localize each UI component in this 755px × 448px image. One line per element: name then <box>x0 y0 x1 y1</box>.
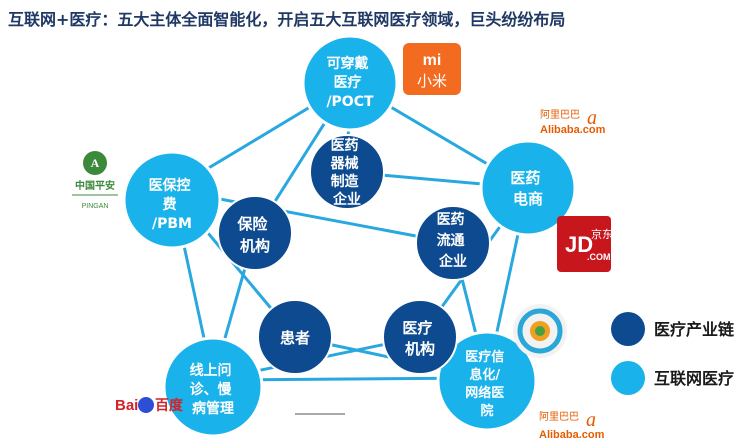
node-line: 费 <box>163 196 177 213</box>
svg-text:.COM: .COM <box>587 252 611 262</box>
legend-swatch-light <box>611 361 645 395</box>
page-title: 互联网+医疗：五大主体全面智能化，开启五大互联网医疗领域，巨头纷纷布局 <box>8 10 566 29</box>
node-line: 企业 <box>332 191 361 208</box>
node-line: 机构 <box>240 237 270 255</box>
svg-text:医疗 机构: 医疗 机构 <box>402 319 437 358</box>
jd-logo: JD 京东 .COM <box>557 216 613 272</box>
node-institution: 医疗 机构 <box>382 299 458 375</box>
node-wearable: 可穿戴 医疗 /POCT <box>301 34 399 132</box>
alibaba-logo: 阿里巴巴 a Alibaba.com <box>540 107 606 136</box>
node-distribution: 医药 流通 企业 <box>415 205 491 281</box>
tencent-logo <box>513 304 567 358</box>
alibaba-logo-bottom: 阿里巴巴 a Alibaba.com <box>539 409 605 441</box>
node-line: 医疗 <box>402 319 432 337</box>
node-line: 患者 <box>280 329 310 347</box>
node-line: /POCT <box>326 94 374 110</box>
node-line: 医药 <box>510 169 540 187</box>
legend-label: 互联网医疗 <box>654 369 734 388</box>
node-line: 线上问 <box>190 362 232 379</box>
node-line: 息化/ <box>469 367 500 383</box>
node-line: 医疗信 <box>465 349 504 365</box>
pingan-logo: A 中国平安 PINGAN <box>72 151 118 210</box>
node-pharma-ecommerce: 医药 电商 <box>479 139 577 237</box>
node-insurance: 医保控 费 /PBM <box>122 150 222 250</box>
svg-text:中国平安: 中国平安 <box>75 179 115 192</box>
svg-text:阿里巴巴: 阿里巴巴 <box>540 109 580 121</box>
svg-text:小米: 小米 <box>417 72 447 90</box>
svg-text:医保控 费 /PBM: 医保控 费 /PBM <box>149 177 196 232</box>
legend-swatch-dark <box>611 312 645 346</box>
node-line: 保险 <box>236 215 268 233</box>
node-line: 电商 <box>513 190 543 208</box>
node-line: 医药 <box>331 137 359 154</box>
svg-text:可穿戴 医疗 /POCT: 可穿戴 医疗 /POCT <box>326 55 374 110</box>
svg-text:Alibaba.com: Alibaba.com <box>540 124 606 136</box>
node-line: 医药 <box>437 211 465 228</box>
node-insurer: 保险 机构 <box>217 195 293 271</box>
svg-text:JD: JD <box>565 232 593 257</box>
svg-text:京东: 京东 <box>591 227 613 241</box>
legend-label: 医疗产业链 <box>654 320 735 339</box>
svg-text:Bai: Bai <box>115 397 138 414</box>
node-line: 机构 <box>405 340 435 358</box>
node-line: 企业 <box>438 253 467 270</box>
node-info: 医疗信 息化/ 网络医 院 <box>436 330 538 432</box>
node-device: 医药 器械 制造 企业 <box>309 134 385 210</box>
svg-text:mi: mi <box>423 52 442 69</box>
node-patient: 患者 <box>257 299 333 375</box>
svg-text:百度: 百度 <box>155 397 184 414</box>
svg-text:Alibaba.com: Alibaba.com <box>539 429 605 441</box>
node-line: 病管理 <box>192 400 234 417</box>
xiaomi-logo: mi 小米 <box>403 43 461 95</box>
svg-text:医药 器械 制造 企业: 医药 器械 制造 企业 <box>330 137 364 208</box>
svg-text:PINGAN: PINGAN <box>82 203 109 210</box>
svg-text:线上问 诊、慢 病管理: 线上问 诊、慢 病管理 <box>190 362 237 417</box>
svg-text:医疗信 息化/ 网络医: 医疗信 息化/ 网络医 院 <box>465 349 509 419</box>
node-line: 医保控 <box>149 177 191 194</box>
svg-text:a: a <box>586 409 596 431</box>
svg-text:患者: 患者 <box>280 329 310 347</box>
node-line: 院 <box>480 403 493 419</box>
node-line: /PBM <box>152 216 192 232</box>
svg-text:a: a <box>587 107 597 129</box>
svg-text:保险 机构: 保险 机构 <box>236 215 272 255</box>
node-online-consult: 线上问 诊、慢 病管理 <box>162 336 264 438</box>
node-line: 可穿戴 <box>327 55 369 72</box>
legend: 医疗产业链 互联网医疗 <box>611 312 735 395</box>
baidu-logo: Bai 百度 <box>115 397 184 414</box>
node-line: 流通 <box>437 232 465 249</box>
svg-text:医药 流通 企业: 医药 流通 企业 <box>437 211 470 270</box>
node-line: 医疗 <box>334 74 362 91</box>
node-line: 制造 <box>331 173 359 190</box>
svg-text:A: A <box>91 156 100 170</box>
node-line: 器械 <box>330 155 359 172</box>
svg-text:阿里巴巴: 阿里巴巴 <box>539 411 579 423</box>
svg-text:医药 电商: 医药 电商 <box>510 169 545 208</box>
node-line: 网络医 <box>465 385 504 401</box>
node-line: 诊、慢 <box>190 381 233 398</box>
